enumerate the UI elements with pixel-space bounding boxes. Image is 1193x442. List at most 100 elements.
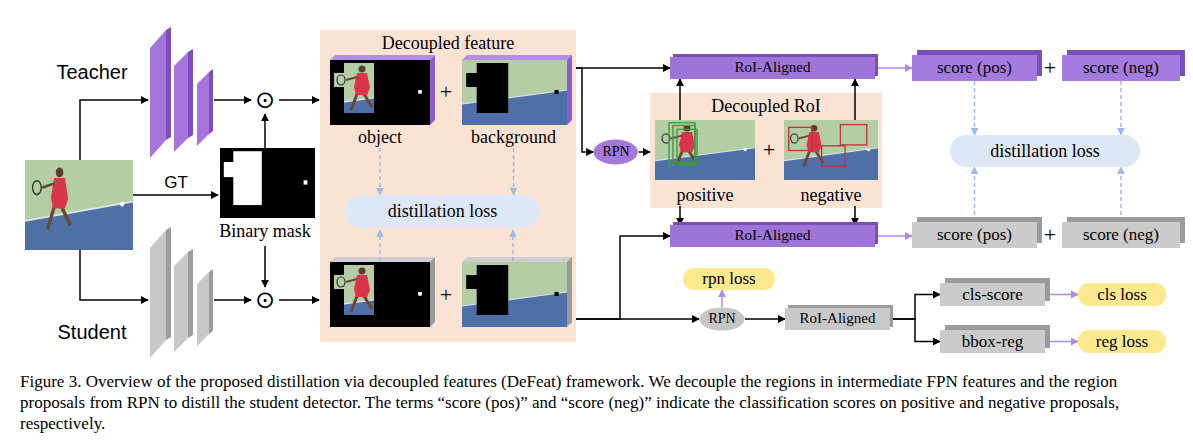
positive-proposals-image — [655, 120, 755, 180]
positive-proposals-image — [669, 123, 695, 165]
flow-arrow — [214, 99, 251, 101]
flow-arrow — [279, 299, 319, 301]
teacher-background-feature — [462, 60, 567, 125]
score-box: score (neg) — [1062, 222, 1180, 248]
score-box: bbox-reg — [940, 330, 1045, 353]
input-photo — [25, 160, 133, 250]
positive-proposals-image — [655, 120, 755, 180]
loss-box: rpn loss — [683, 268, 775, 290]
connector-arrow — [379, 148, 381, 195]
connector-arrow — [1045, 294, 1078, 296]
teacher-object-feature — [330, 60, 430, 125]
dashed-arrow — [379, 230, 381, 261]
box-label: score (pos) — [937, 225, 1012, 245]
student-network — [166, 227, 171, 340]
teacher-background-feature — [554, 90, 558, 94]
multiply-symbol: ⊙ — [255, 287, 275, 313]
negative-proposals-image — [840, 125, 866, 145]
teacher-background-feature — [462, 60, 567, 125]
rpn-ellipse: RPN — [699, 307, 745, 331]
student-network — [150, 230, 166, 358]
box-label: distillation loss — [388, 201, 498, 222]
ellipse-outline — [699, 307, 744, 330]
binary-mask-image — [220, 148, 315, 218]
roi-align-bar: RoI-Aligned — [670, 225, 875, 247]
connector-arrow — [513, 148, 515, 195]
teacher-network — [197, 72, 209, 146]
box-label: background — [471, 127, 556, 148]
teacher-background-feature — [462, 55, 572, 60]
plus-sign: + — [1044, 56, 1056, 80]
flow-arrow — [279, 99, 319, 101]
student-object-feature — [330, 262, 430, 327]
loss-box: distillation loss — [950, 135, 1140, 167]
box-label: positive — [677, 185, 734, 206]
teacher-network — [166, 27, 171, 140]
connector-arrow — [1120, 81, 1122, 135]
figure-caption: Figure 3. Overview of the proposed disti… — [20, 371, 1178, 434]
box-label: bbox-reg — [962, 332, 1023, 352]
connector-arrow — [576, 67, 670, 69]
box-label: cls loss — [1097, 285, 1147, 305]
dashed-arrow — [380, 230, 513, 261]
box-label: RPN — [708, 311, 735, 327]
teacher-network — [174, 52, 188, 152]
plus-sign: + — [440, 80, 452, 104]
connector-arrow — [974, 167, 976, 222]
feature-map: object — [328, 60, 432, 148]
box-label: cls-score — [962, 285, 1022, 305]
box-label: RoI-Aligned — [800, 310, 876, 327]
network-name: Student — [58, 321, 127, 343]
student-background-feature — [462, 257, 572, 327]
connector-arrow — [1045, 341, 1078, 343]
negative-proposals-image — [789, 127, 813, 150]
plus-sign: + — [440, 283, 452, 307]
score-box: cls-score — [940, 283, 1045, 306]
loss-box: distillation loss — [345, 195, 540, 228]
teacher-object-feature — [330, 55, 435, 125]
score-box: score (neg) — [1062, 55, 1180, 81]
teacher-object-feature — [330, 60, 430, 125]
flow-arrow — [133, 194, 218, 196]
teacher-object-feature — [330, 60, 430, 125]
binary-mask-image — [233, 151, 261, 205]
connector-arrow — [890, 319, 940, 342]
teacher-background-feature — [462, 55, 572, 125]
binary-mask-image — [220, 148, 315, 218]
multiply-symbol: ⊙ — [255, 87, 275, 113]
student-object-feature — [330, 257, 435, 262]
flow-arrow — [80, 250, 148, 300]
panel-ground — [320, 30, 576, 342]
student-object-feature — [330, 257, 435, 327]
box-label: RoI-Aligned — [735, 59, 811, 76]
connector-arrow — [679, 79, 681, 120]
connector-arrow — [576, 236, 670, 319]
arrow-label: GT — [164, 174, 188, 193]
teacher-object-feature — [430, 55, 435, 125]
teacher-network — [150, 30, 166, 158]
student-background-feature — [462, 262, 567, 327]
connector-arrow — [875, 235, 912, 237]
input-photo — [25, 160, 133, 250]
student-network — [174, 252, 188, 352]
teacher-network — [150, 27, 213, 158]
flow-arrow — [80, 100, 319, 300]
box-label: score (pos) — [937, 58, 1012, 78]
box-label: RPN — [602, 144, 629, 160]
feature-map: positive — [655, 120, 755, 206]
student-network — [188, 249, 193, 338]
feature-map: background — [460, 60, 567, 148]
negative-proposals-image — [784, 120, 878, 180]
input-photo — [25, 160, 133, 250]
teacher-object-feature — [330, 60, 430, 125]
student-network — [150, 227, 213, 358]
box-label: rpn loss — [702, 269, 755, 289]
flow-arrow — [264, 114, 266, 148]
teacher-network — [188, 49, 193, 138]
box-label: reg loss — [1096, 332, 1148, 352]
binary-mask-image — [224, 162, 235, 177]
student-background-feature — [554, 292, 558, 296]
box-label: Decoupled feature — [382, 33, 514, 54]
panel-ground — [320, 30, 882, 342]
negative-proposals-image — [784, 120, 878, 180]
